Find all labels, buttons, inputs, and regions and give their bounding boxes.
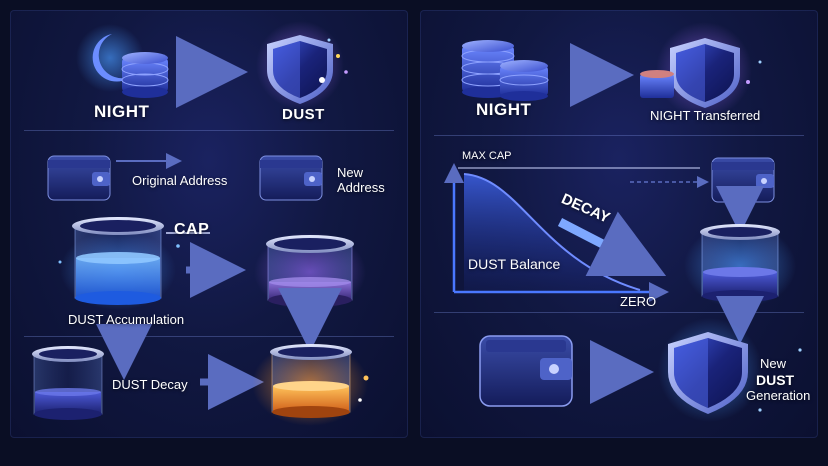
container-icon	[684, 224, 796, 308]
original-address-label: Original Address	[132, 173, 227, 188]
coin-stack-icon	[122, 52, 168, 98]
night-transferred-label: NIGHT Transferred	[650, 108, 760, 123]
container-icon	[59, 217, 180, 310]
container-icon	[32, 346, 104, 420]
night-label-right: NIGHT	[476, 100, 531, 120]
wallet-icon	[480, 336, 572, 406]
wallet-icon	[48, 156, 110, 200]
zero-label: ZERO	[620, 294, 656, 309]
night-label: NIGHT	[94, 102, 149, 122]
dust-decay-label: DUST Decay	[112, 377, 188, 392]
dust-balance-label: DUST Balance	[468, 256, 560, 272]
new-dust-generation-line2: DUST	[756, 372, 794, 388]
coin-stack-icon	[462, 40, 548, 101]
new-dust-generation-line3: Generation	[746, 388, 810, 403]
container-icon	[254, 232, 366, 312]
dust-label: DUST	[282, 106, 325, 123]
shield-icon	[256, 21, 348, 109]
cap-label: CAP	[174, 221, 209, 239]
wallet-icon	[260, 156, 322, 200]
dust-accumulation-label: DUST Accumulation	[68, 312, 184, 327]
max-cap-label: MAX CAP	[462, 150, 512, 162]
new-dust-generation-line1: New	[760, 356, 786, 371]
new-address-label-line2: Address	[337, 180, 385, 195]
container-icon	[252, 342, 369, 426]
wallet-icon	[712, 158, 774, 202]
decay-graph	[454, 168, 700, 292]
new-address-label-line1: New	[337, 165, 363, 180]
shield-icon	[640, 22, 762, 118]
